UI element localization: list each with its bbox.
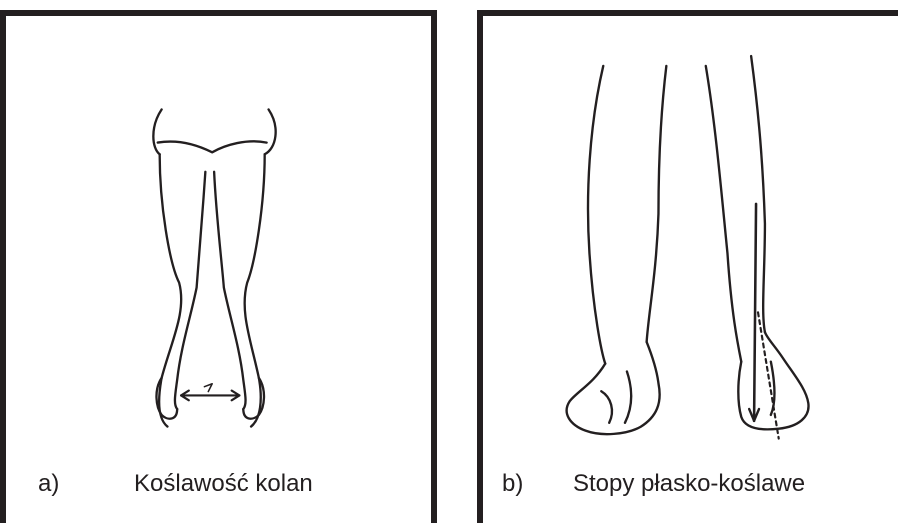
panel-knock-knees: a) Koślawość kolan	[0, 10, 437, 523]
panel-b-letter: b)	[502, 470, 523, 498]
panel-b-caption: Stopy płasko-koślawe	[573, 470, 805, 498]
flat-valgus-feet-illustration	[483, 16, 898, 523]
knock-knees-illustration	[6, 16, 431, 523]
panel-a-caption: Koślawość kolan	[134, 470, 313, 498]
panel-flat-valgus-feet: b) Stopy płasko-koślawe	[477, 10, 898, 523]
panel-a-letter: a)	[38, 470, 59, 498]
